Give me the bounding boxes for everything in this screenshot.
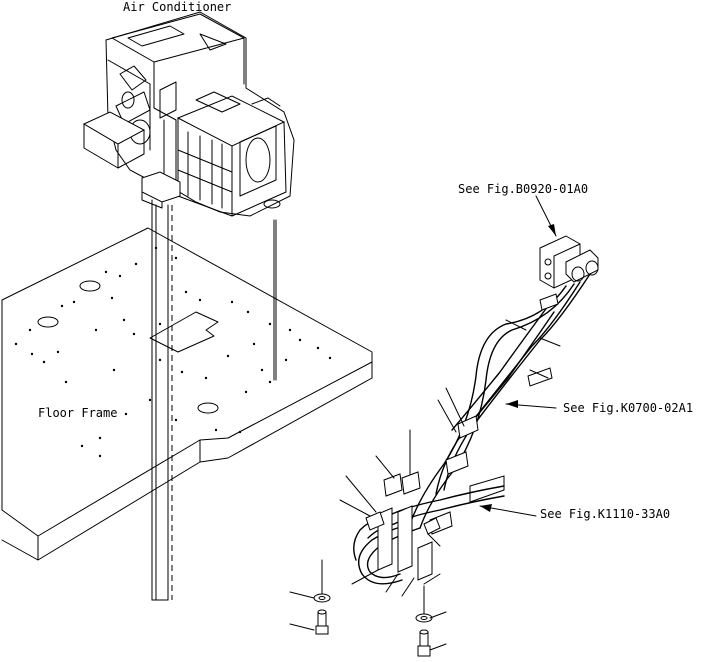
label-see-fig-b0920: See Fig.B0920-01A0 — [458, 182, 588, 196]
refrigerant-hoses — [353, 273, 591, 585]
label-see-fig-k1110: See Fig.K1110-33A0 — [540, 507, 670, 521]
floor-frame-plate — [1, 227, 373, 561]
leader-lines — [289, 195, 561, 651]
arrow-heads — [480, 224, 556, 512]
label-see-fig-k0700: See Fig.K0700-02A1 — [563, 401, 693, 415]
mounting-guide-lines — [151, 199, 277, 601]
pipe-bracket — [539, 235, 599, 289]
air-conditioner-unit — [82, 11, 295, 217]
label-air-conditioner: Air Conditioner — [123, 0, 231, 14]
bolts-and-washers — [313, 559, 433, 657]
label-floor-frame: Floor Frame — [38, 406, 117, 420]
